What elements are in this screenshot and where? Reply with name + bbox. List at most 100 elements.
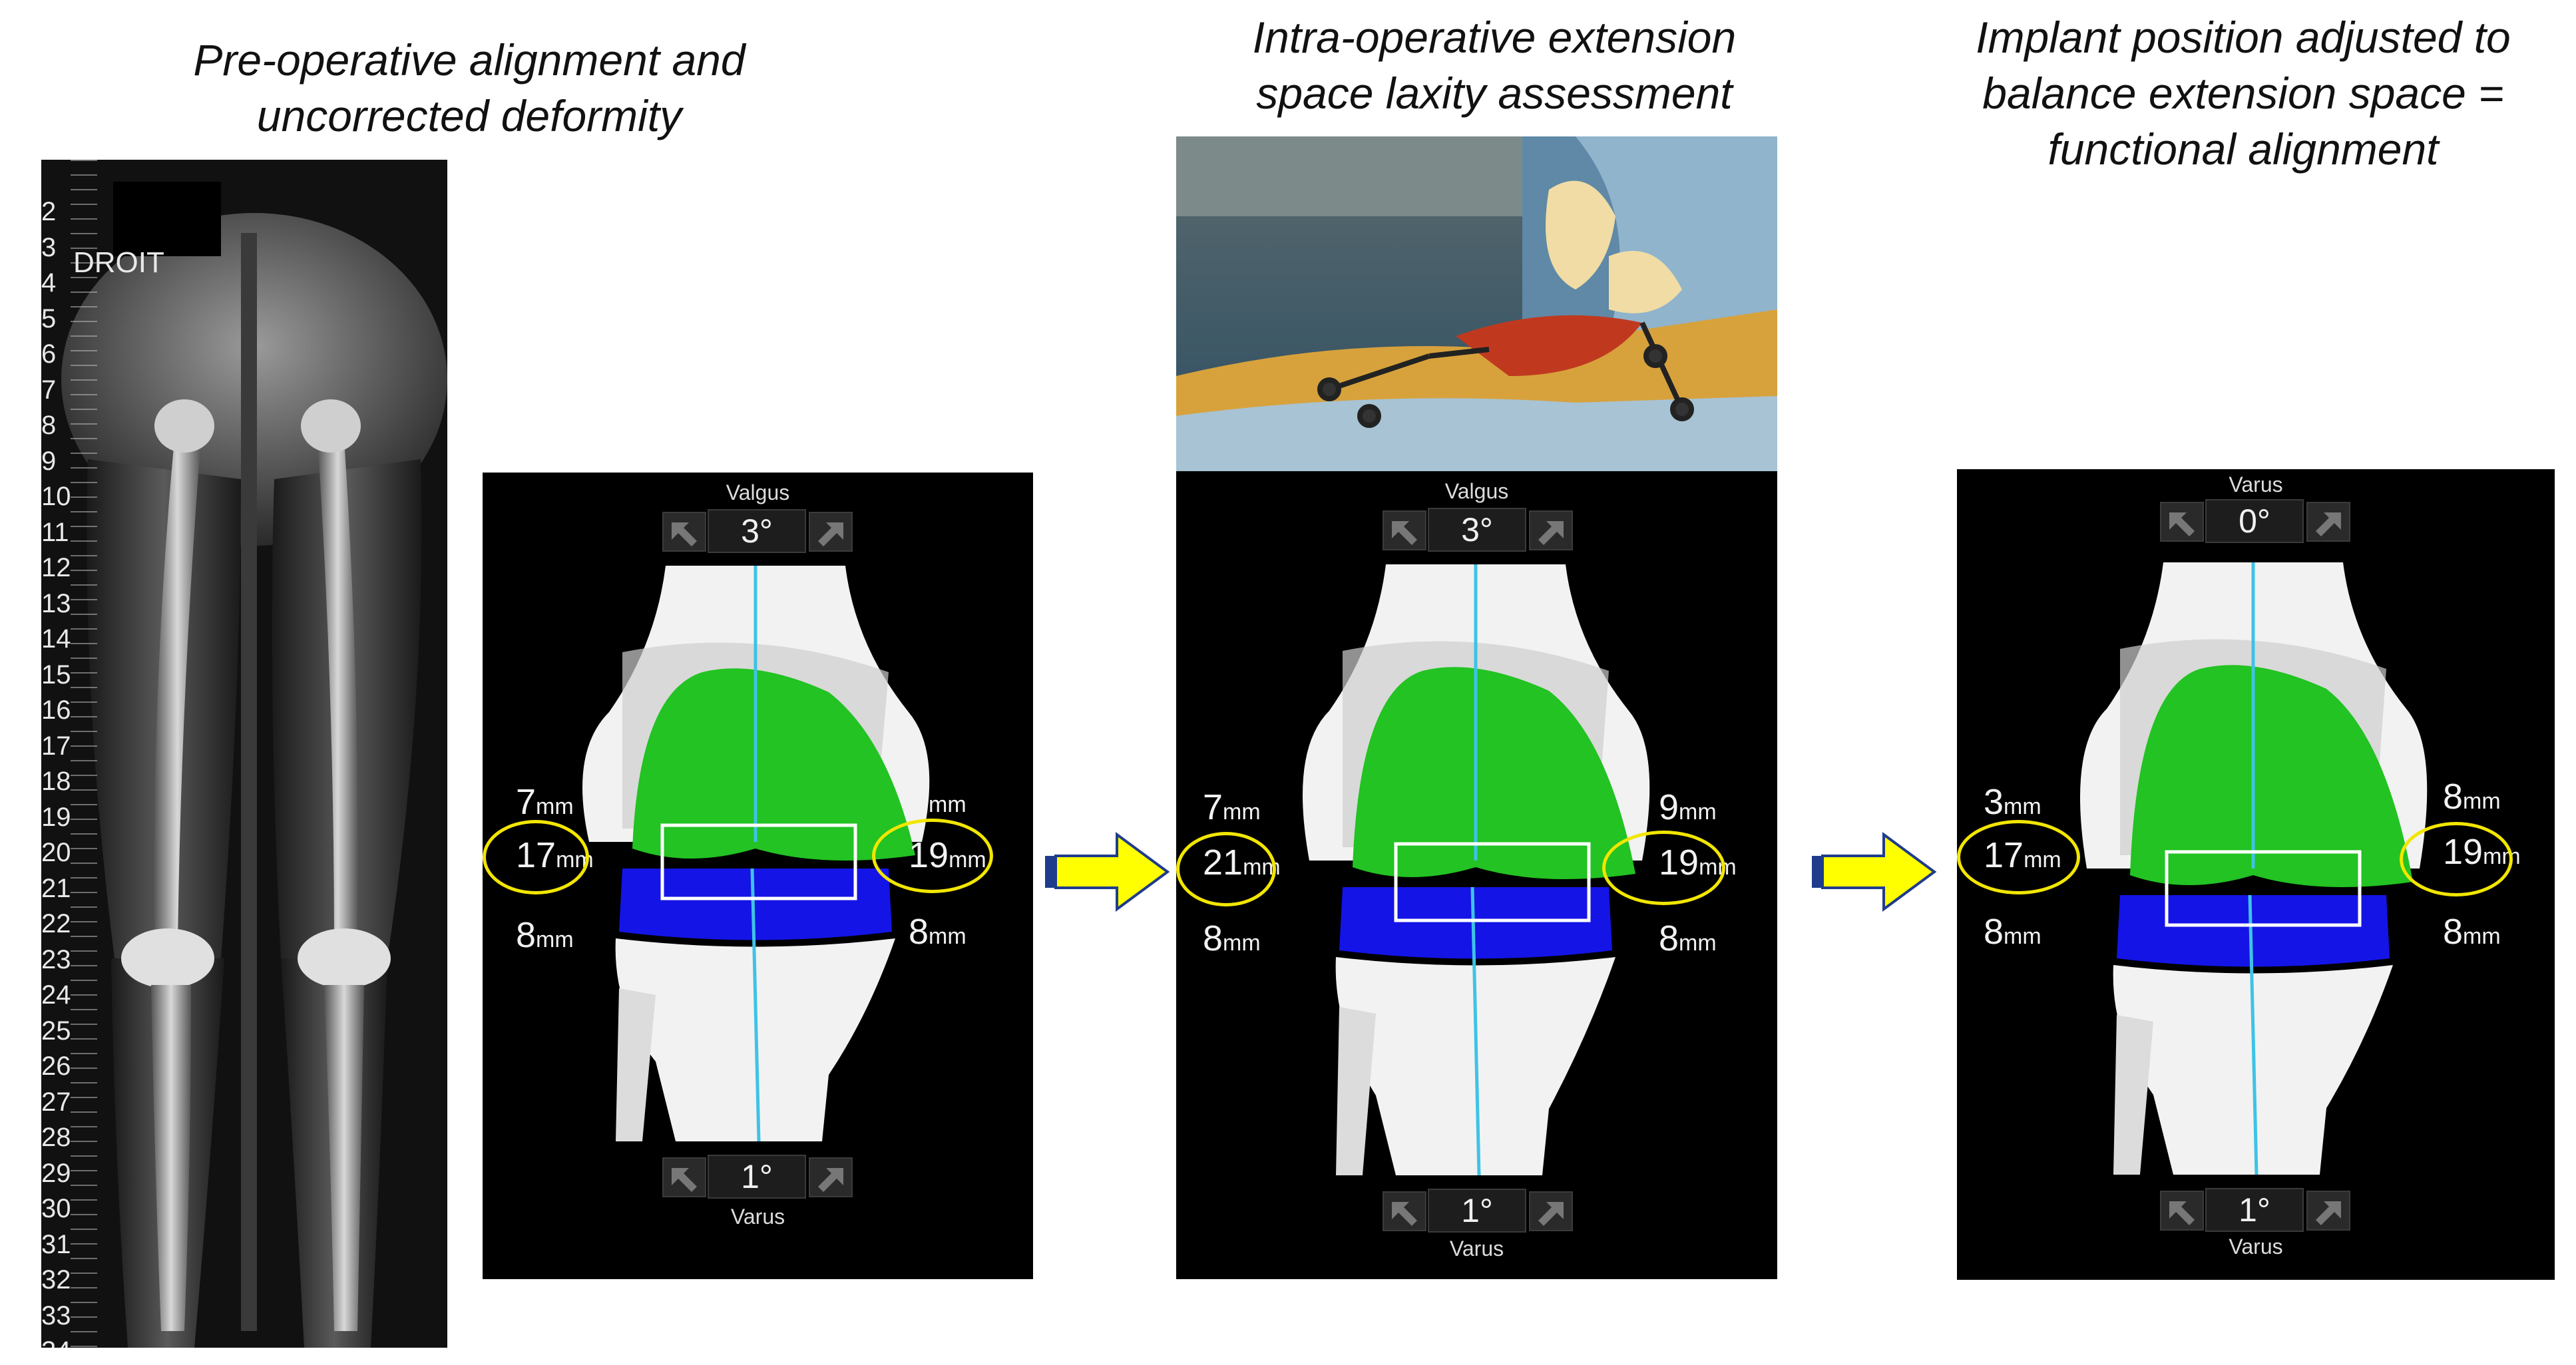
rotate-right-arrow-icon[interactable] — [1529, 1191, 1573, 1231]
gap-unit: mm — [536, 794, 574, 819]
tibial-insert — [619, 869, 892, 940]
lateral-gap-lower: 8mm — [909, 912, 966, 956]
medial-gap-lower: 8mm — [1984, 912, 2041, 956]
ruler-tick-label: 32 — [41, 1265, 71, 1294]
gap-unit: mm — [2463, 924, 2501, 949]
ruler-tick-label: 24 — [41, 980, 71, 1010]
rotate-right-arrow-icon[interactable] — [1529, 510, 1573, 550]
lateral-gap-upper: 9mm — [1659, 787, 1717, 832]
rotate-left-arrow-icon[interactable] — [2160, 1191, 2204, 1231]
gap-value: 8 — [909, 912, 929, 952]
rotate-right-arrow-icon[interactable] — [809, 512, 853, 552]
bottom-plane-label: Varus — [2229, 1235, 2283, 1259]
top-plane-label: Valgus — [726, 481, 790, 504]
knee-3d-model — [582, 566, 930, 1142]
tibial-mechanical-axis — [1470, 886, 1481, 1176]
gap-value: 7 — [1203, 787, 1223, 827]
gap-value: 9 — [909, 780, 929, 820]
bottom-angle-readout: 1° — [2205, 1188, 2304, 1232]
surgery-photo-illustration — [1176, 136, 1777, 471]
joint-gap-box — [1394, 842, 1591, 922]
redaction-box — [113, 182, 221, 256]
ruler-tick-label: 7 — [41, 375, 57, 405]
rotate-left-arrow-icon[interactable] — [1383, 510, 1426, 550]
knee-3d-model — [2080, 562, 2428, 1175]
highlight-ring-medial — [1957, 820, 2080, 894]
bottom-plane-label: Varus — [730, 1205, 785, 1229]
ruler-tick-label: 15 — [41, 660, 71, 689]
rotate-right-arrow-icon[interactable] — [2306, 1191, 2350, 1231]
ruler-tick-label: 3 — [41, 232, 57, 262]
caption-line: balance extension space = — [1982, 69, 2504, 118]
ruler-tick-label: 8 — [41, 411, 57, 440]
joint-gap-box — [2165, 850, 2362, 927]
ruler-tick-label: 17 — [41, 731, 71, 761]
ruler-tick-label: 11 — [41, 517, 69, 547]
femoral-component — [632, 668, 915, 861]
ruler-tick-label: 6 — [41, 339, 57, 369]
rotate-left-arrow-icon[interactable] — [2160, 502, 2204, 542]
gap-unit: mm — [2004, 924, 2041, 949]
ruler-tick-label: 10 — [41, 482, 71, 511]
tibial-insert — [2117, 895, 2390, 967]
femoral-component — [2130, 665, 2413, 887]
ruler-tick-label: 18 — [41, 767, 71, 796]
lateral-gap-upper: 9mm — [909, 780, 966, 825]
xray-ruler-marks — [71, 160, 97, 1348]
gap-value: 8 — [2443, 777, 2464, 817]
ruler-tick-label: 12 — [41, 553, 71, 582]
gap-unit: mm — [1223, 930, 1261, 956]
lateral-gap-lower: 8mm — [2443, 912, 2501, 956]
gap-unit: mm — [1679, 799, 1717, 825]
rotate-right-arrow-icon[interactable] — [809, 1157, 853, 1197]
ruler-tick-label: 5 — [41, 303, 57, 333]
ruler-tick-label: 23 — [41, 944, 71, 974]
bottom-plane-label: Varus — [1449, 1237, 1504, 1261]
gap-unit: mm — [1223, 799, 1261, 825]
medial-gap-upper: 7mm — [1203, 787, 1261, 832]
ruler-tick-label: 26 — [41, 1052, 71, 1081]
rotate-left-arrow-icon[interactable] — [662, 1157, 706, 1197]
top-angle-readout: 3° — [1428, 508, 1526, 552]
rotate-left-arrow-icon[interactable] — [1383, 1191, 1426, 1231]
gap-value: 9 — [1659, 787, 1679, 827]
top-plane-label: Varus — [2229, 473, 2283, 496]
rotate-left-arrow-icon[interactable] — [662, 512, 706, 552]
top-plane-label: Valgus — [1444, 479, 1509, 503]
top-angle-readout: 0° — [2205, 499, 2304, 543]
medial-gap-upper: 7mm — [516, 782, 574, 827]
caption-line: uncorrected deformity — [256, 91, 682, 140]
fibula-bone — [616, 988, 656, 1141]
flow-arrow-icon — [1812, 832, 1937, 912]
ruler-tick-label: 34 — [41, 1338, 71, 1348]
caption-line: Intra-operative extension — [1252, 13, 1737, 62]
ruler-tick-label: 27 — [41, 1087, 71, 1117]
gap-value: 8 — [1203, 918, 1223, 958]
tibial-mechanical-axis — [2248, 894, 2258, 1175]
joint-gap-box — [660, 823, 857, 900]
gap-unit: mm — [2004, 794, 2041, 819]
caption-line: space laxity assessment — [1256, 69, 1733, 118]
gap-value: 8 — [516, 915, 537, 955]
bottom-angle-readout: 1° — [1428, 1189, 1526, 1233]
medial-gap-upper: 3mm — [1984, 782, 2041, 827]
xray-side-marker: DROIT — [73, 246, 164, 279]
ruler-tick-label: 13 — [41, 588, 71, 618]
highlight-ring-lateral — [1602, 831, 1725, 905]
tibial-insert — [1339, 887, 1612, 959]
gap-unit: mm — [536, 927, 574, 952]
lateral-gap-upper: 8mm — [2443, 777, 2501, 821]
gap-value: 8 — [1659, 918, 1679, 958]
gap-unit: mm — [929, 792, 966, 817]
bottom-angle-readout: 1° — [708, 1155, 806, 1199]
ruler-tick-label: 30 — [41, 1194, 71, 1223]
xray-legs-illustration — [41, 160, 447, 1348]
knee-3d-model — [1303, 564, 1650, 1176]
gap-value: 8 — [2443, 912, 2464, 952]
rotate-right-arrow-icon[interactable] — [2306, 502, 2350, 542]
